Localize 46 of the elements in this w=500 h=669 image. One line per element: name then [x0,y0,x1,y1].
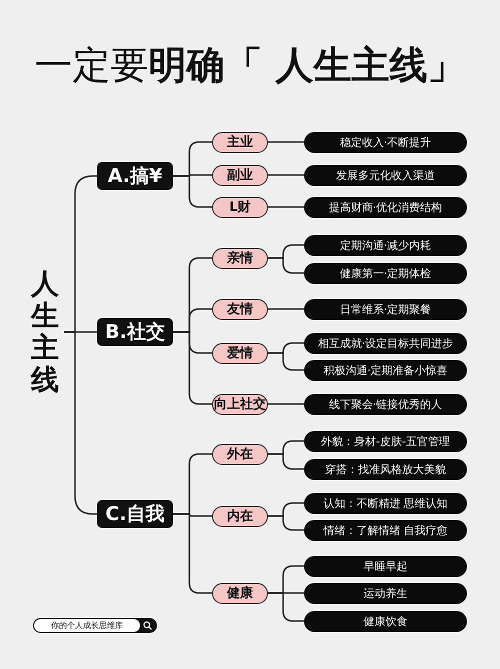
detail-pill: 健康饮食 [304,610,467,632]
topic-pill: L财 [212,196,268,218]
page-title: 一定要明确「 人生主线」 [33,42,467,89]
detail-pill: 健康第一·定期体检 [304,262,467,284]
topic-pill: 爱情 [212,342,268,364]
detail-pill: 运动养生 [304,582,467,604]
detail-pill: 早睡早起 [304,556,467,576]
connector-line [268,403,304,405]
topic-pill: 主业 [212,132,268,152]
detail-pill: 稳定收入·不断提升 [304,132,467,152]
connector-line [268,141,304,143]
connector-line [64,331,97,515]
connector-line [268,174,304,176]
root-label: 人生主线 [28,268,62,396]
topic-pill: 友情 [212,298,268,320]
connector-line [268,206,304,208]
connector-line [268,515,304,531]
detail-pill: 提高财商·优化消费结构 [304,196,467,218]
detail-pill: 外貌：身材-皮肤-五官管理 [304,430,467,452]
detail-pill: 情绪：了解情绪 自我疗愈 [304,520,467,540]
detail-pill: 定期沟通·减少内耗 [304,234,467,256]
connector-line [268,308,304,310]
detail-pill: 相互成就·设定目标共同进步 [304,332,467,354]
topic-pill: 向上社交 [212,394,268,414]
topic-pill: 外在 [212,444,268,464]
connector-line [268,352,304,371]
search-text: 你的个人成长思维库 [34,619,140,632]
connector-line [173,175,212,208]
detail-pill: 穿搭：找准风格放大美貌 [304,458,467,480]
detail-pill: 积极沟通·定期准备小惊喜 [304,360,467,380]
connector-line [173,513,212,594]
topic-pill: 亲情 [212,248,268,268]
connector-line [268,257,304,274]
detail-pill: 发展多元化收入渠道 [304,164,467,186]
category-box: C.自我 [97,500,173,528]
topic-pill: 健康 [212,582,268,604]
connector-line [268,453,304,470]
category-box: A.搞¥ [97,162,173,190]
detail-pill: 线下聚会·链接优秀的人 [304,394,467,414]
topic-pill: 内在 [212,506,268,526]
connector-line [268,592,304,622]
topic-pill: 副业 [212,164,268,186]
category-box: B.社交 [97,318,173,346]
detail-pill: 日常维系·定期聚餐 [304,298,467,320]
connector-line [173,331,212,405]
detail-pill: 认知：不断精进 思维认知 [304,492,467,514]
